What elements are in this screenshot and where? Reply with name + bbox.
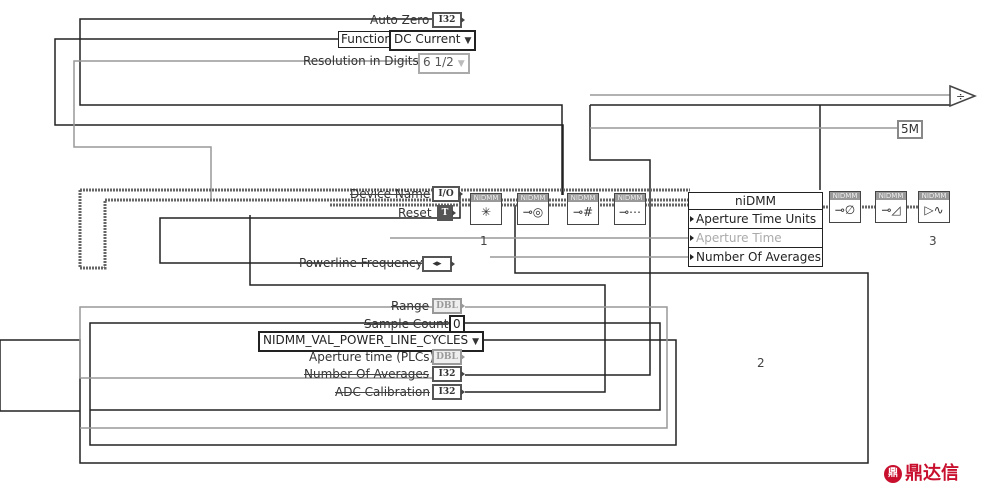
auto-zero-terminal[interactable]: I32 (432, 12, 465, 28)
device-name-label: Device Name (350, 187, 431, 201)
number-of-averages-label: Number Of Averages (304, 367, 430, 381)
configure-adc-icon: ⊸∅ (834, 203, 856, 217)
aperture-time-label: Aperture time (PLCs) (309, 350, 435, 364)
configure-trigger-icon: ⊸⋯ (618, 205, 642, 219)
property-aperture-time[interactable]: Aperture Time (689, 228, 822, 247)
adc-calibration-terminal[interactable]: I32 (432, 384, 465, 400)
subvi-initiate[interactable]: NIDMM ▷∿ (918, 191, 950, 223)
divide-node (949, 84, 978, 108)
watermark-logo: 鼎鼎达信 (884, 459, 959, 485)
wire-sample (90, 322, 661, 411)
rate-constant[interactable]: 5M (897, 120, 923, 139)
sample-count-label: Sample Count (364, 317, 449, 331)
chevron-down-icon: ▼ (472, 337, 480, 347)
annotation-1: 1 (480, 234, 488, 248)
resolution-value: 6 1/2 (423, 55, 454, 69)
aperture-units-value: NIDMM_VAL_POWER_LINE_CYCLES (263, 333, 469, 347)
reset-label: Reset (398, 206, 432, 220)
subvi-header: NIDMM (876, 192, 906, 200)
chevron-down-icon: ▼ (464, 36, 472, 46)
wire-resolution (73, 60, 432, 200)
function-label: Function (338, 31, 396, 48)
wire-loop-bottom (0, 205, 869, 464)
property-node-title: niDMM (735, 194, 776, 208)
configure-measurement-icon: ⊸◎ (522, 205, 544, 219)
subvi-configure-digits[interactable]: NIDMM ⊸# (567, 193, 599, 225)
property-aperture-time-units[interactable]: Aperture Time Units (689, 209, 822, 228)
subvi-header: NIDMM (471, 194, 501, 202)
resolution-ring[interactable]: 6 1/2▼ (418, 53, 470, 74)
subvi-configure-waveform[interactable]: NIDMM ⊸◿ (875, 191, 907, 223)
subvi-header: NIDMM (518, 194, 548, 202)
divide-icon: ÷ (956, 90, 965, 103)
reset-terminal[interactable]: T (437, 205, 456, 221)
number-of-averages-terminal[interactable]: I32 (432, 366, 465, 382)
subvi-header: NIDMM (919, 192, 949, 200)
wire-range-b (80, 306, 668, 429)
adc-calibration-label: ADC Calibration (335, 385, 430, 399)
function-ring[interactable]: DC Current▼ (389, 30, 477, 51)
powerline-frequency-label: Powerline Frequency (299, 256, 423, 270)
initiate-icon: ▷∿ (924, 203, 944, 217)
function-value: DC Current (394, 32, 461, 46)
wire-session-loop (78, 190, 690, 270)
subvi-configure-adc[interactable]: NIDMM ⊸∅ (829, 191, 861, 223)
subvi-header: NIDMM (615, 194, 645, 202)
aperture-time-terminal[interactable]: DBL (432, 349, 465, 365)
logo-icon: 鼎 (884, 465, 902, 483)
chevron-down-icon: ▼ (457, 59, 465, 69)
range-label: Range (391, 299, 430, 313)
subvi-configure-trigger[interactable]: NIDMM ⊸⋯ (614, 193, 646, 225)
wire-aperture-units (89, 322, 677, 446)
watermark-text: 鼎达信 (905, 463, 959, 484)
wire-powerline (159, 195, 461, 264)
wire-range (79, 306, 432, 379)
subvi-configure-measurement[interactable]: NIDMM ⊸◎ (517, 193, 549, 225)
subvi-init[interactable]: NIDMM ✳ (470, 193, 502, 225)
property-node[interactable]: niDMM Aperture Time Units Aperture Time … (688, 192, 823, 267)
wire-adc-cal (249, 215, 606, 393)
wire-num-avg-a (465, 105, 651, 376)
subvi-header: NIDMM (568, 194, 598, 202)
annotation-2: 2 (757, 356, 765, 370)
init-icon: ✳ (480, 205, 492, 219)
annotation-3: 3 (929, 234, 937, 248)
aperture-units-ring[interactable]: NIDMM_VAL_POWER_LINE_CYCLES▼ (258, 331, 485, 352)
configure-waveform-icon: ⊸◿ (881, 203, 901, 217)
subvi-header: NIDMM (830, 192, 860, 200)
resolution-label: Resolution in Digits (303, 54, 419, 68)
auto-zero-label: Auto Zero (370, 13, 430, 27)
powerline-frequency-terminal[interactable]: ◂▸ (422, 256, 455, 272)
property-number-of-averages[interactable]: Number Of Averages (689, 247, 822, 266)
range-terminal[interactable]: DBL (432, 298, 465, 314)
configure-digits-icon: ⊸# (572, 205, 594, 219)
device-name-terminal[interactable]: I/O (432, 186, 463, 202)
wire-auto-zero (79, 18, 563, 195)
wire-function (54, 38, 564, 195)
